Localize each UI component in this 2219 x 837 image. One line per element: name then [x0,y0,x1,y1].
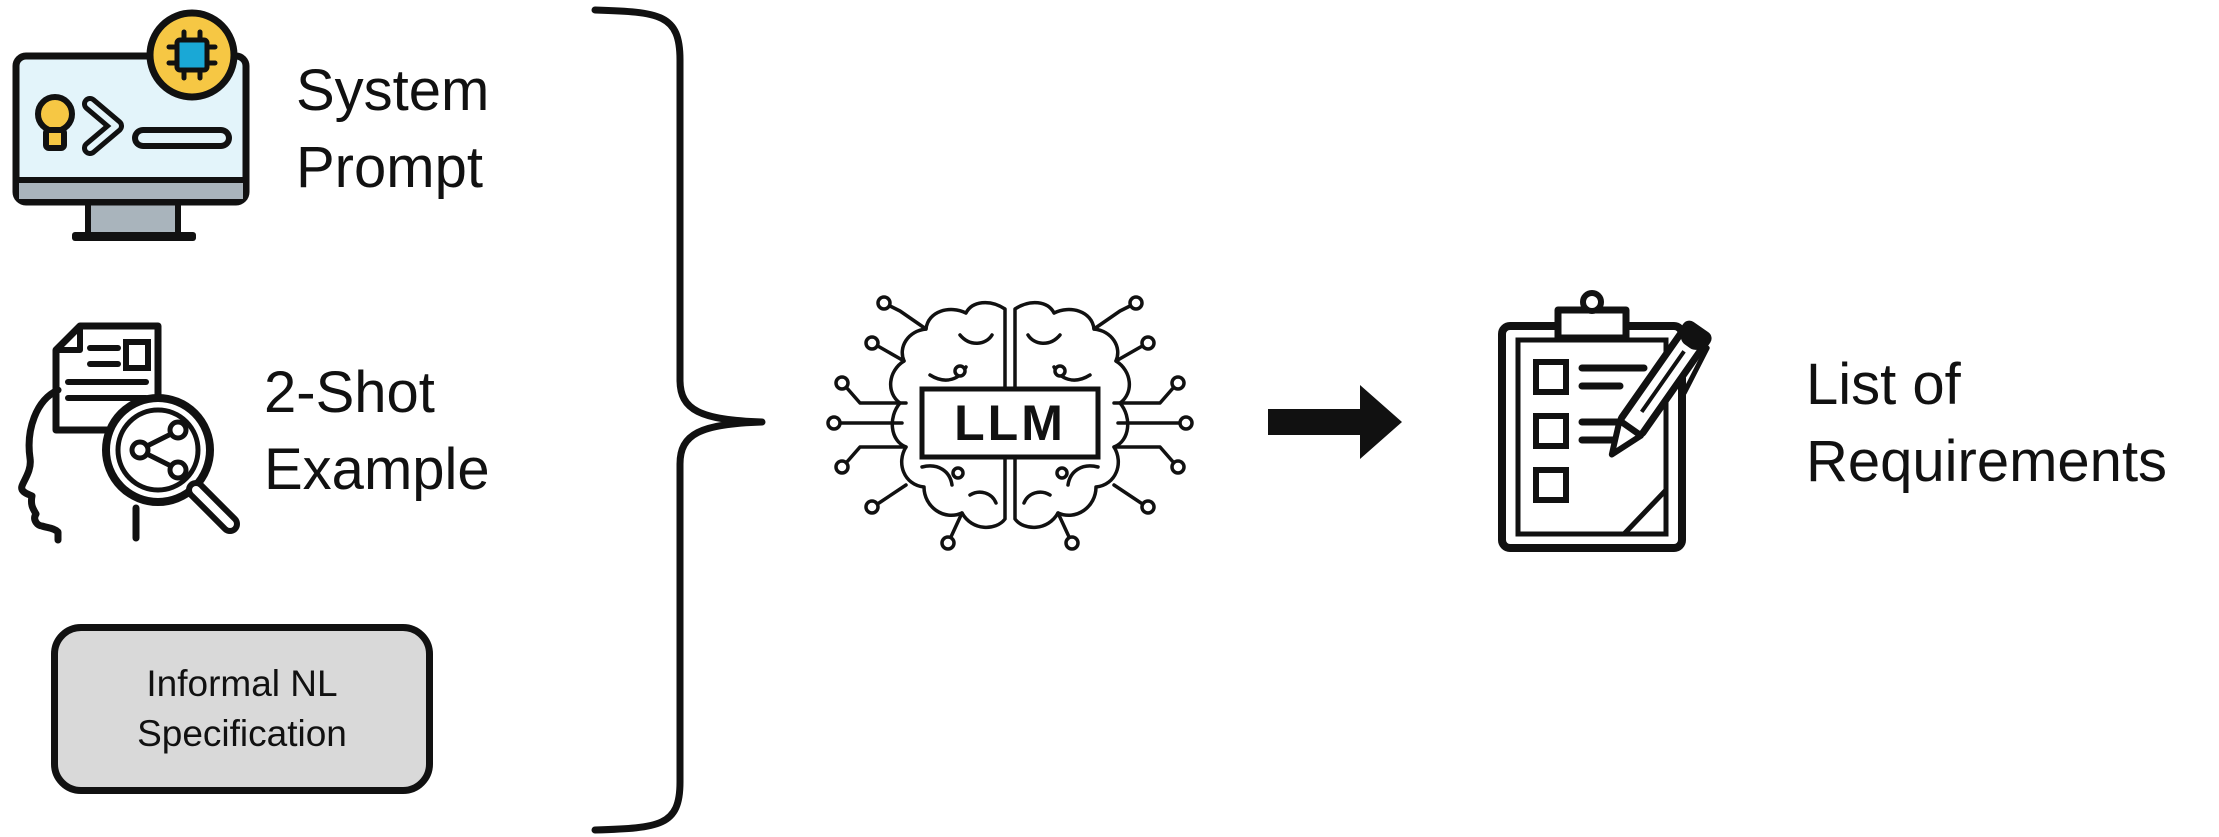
two-shot-label: 2-Shot Example [264,354,490,508]
llm-label: LLM [954,395,1066,451]
two-shot-line1: 2-Shot [264,360,435,425]
output-line1: List of [1806,352,1961,417]
brain-circuit-icon [826,295,1194,551]
system-prompt-line1: System [296,58,490,123]
spec-line1: Informal NL [146,663,338,704]
system-prompt-line2: Prompt [296,135,483,200]
spec-line2: Specification [137,713,347,754]
two-shot-line2: Example [264,437,490,502]
output-label: List of Requirements [1806,346,2167,500]
clipboard-checklist-pen-icon [1498,290,1712,552]
arrow-right-icon [1268,385,1402,459]
computer-monitor-chip-icon [12,9,250,241]
system-prompt-label: System Prompt [296,52,489,206]
output-line2: Requirements [1806,429,2168,494]
head-document-magnifier-icon [18,322,240,544]
informal-spec-box: Informal NL Specification [51,624,433,794]
